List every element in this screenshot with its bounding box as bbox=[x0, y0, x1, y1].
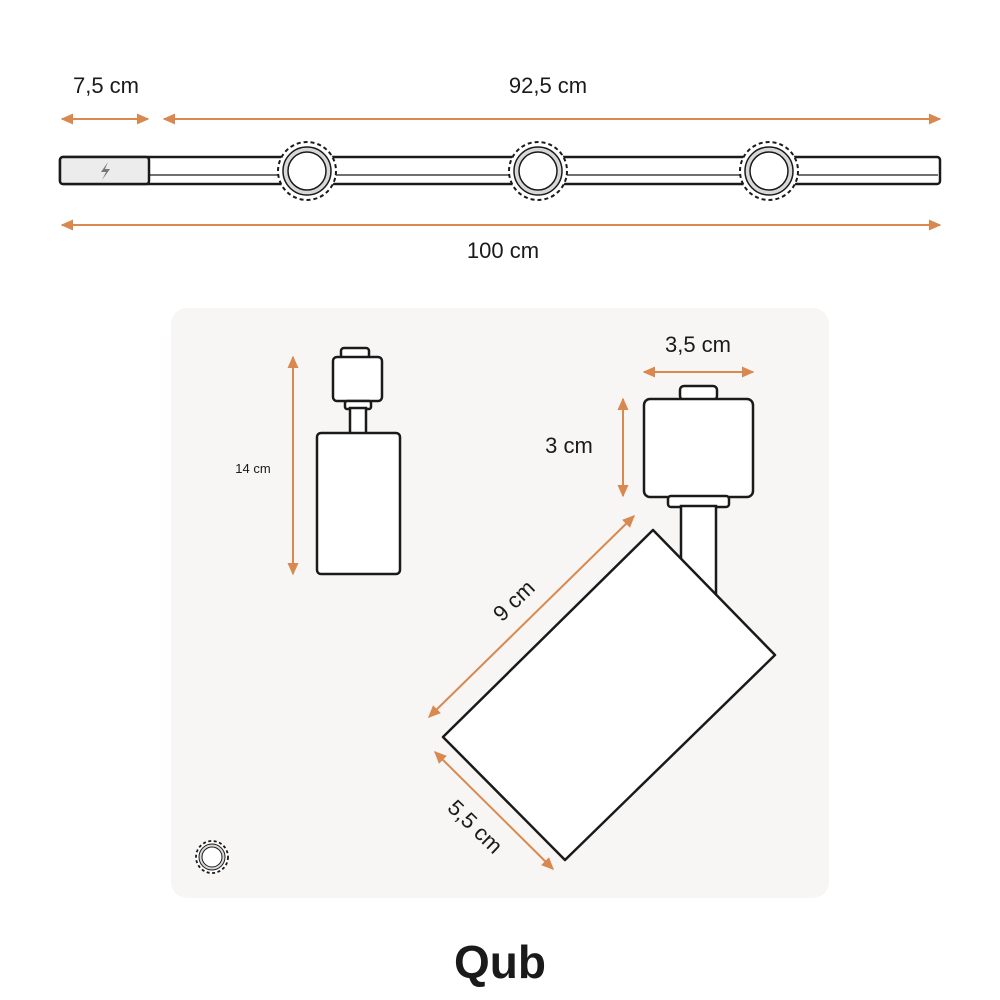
adapter-width-label: 3,5 cm bbox=[665, 332, 731, 357]
brand-logo: Qub bbox=[454, 936, 546, 988]
spotlight-ring-icon bbox=[195, 840, 229, 874]
body-length-dimension-line bbox=[428, 515, 635, 718]
lightning-icon bbox=[101, 162, 110, 180]
total-length-label: 100 cm bbox=[467, 238, 539, 263]
adapter-height-label: 3 cm bbox=[545, 433, 593, 458]
spotlight-ring-icon bbox=[739, 141, 799, 201]
body-diameter-dimension-line bbox=[434, 751, 554, 870]
spotlight-ring-icon bbox=[277, 141, 337, 201]
spotlight-front-view: 14 cm bbox=[235, 346, 402, 576]
rail-length-label: 92,5 cm bbox=[509, 73, 587, 98]
feed-length-label: 7,5 cm bbox=[73, 73, 139, 98]
track-rail bbox=[58, 155, 942, 186]
track-rail-section: 7,5 cm 92,5 cm 100 cm bbox=[58, 73, 942, 263]
spot-height-label: 14 cm bbox=[235, 461, 270, 476]
spotlight-ring-icon bbox=[508, 141, 568, 201]
